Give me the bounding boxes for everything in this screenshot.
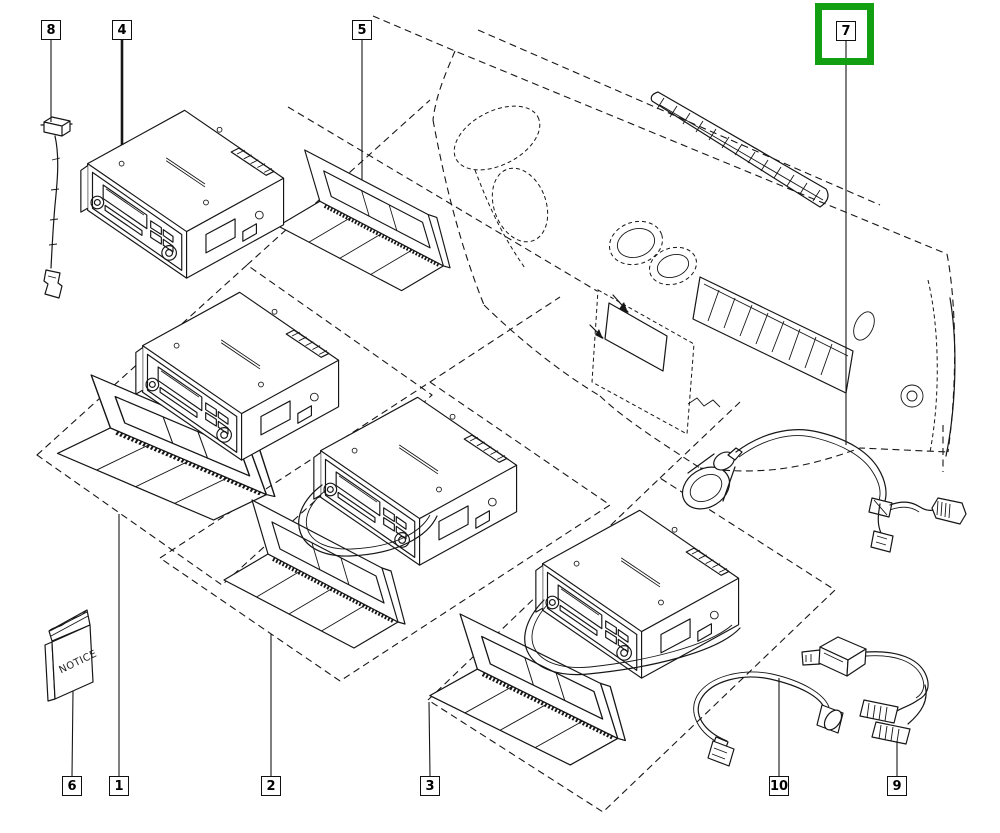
callout-9[interactable]: 9 bbox=[887, 776, 907, 796]
antenna-mast bbox=[40, 116, 73, 299]
radio-cable-loop-kit3 bbox=[524, 599, 741, 676]
trim-bezel-5 bbox=[276, 148, 452, 293]
selected-callout-highlight bbox=[815, 3, 874, 65]
radio-unit-kit3 bbox=[535, 509, 740, 679]
callout-2[interactable]: 2 bbox=[261, 776, 281, 796]
radio-aperture bbox=[589, 289, 695, 435]
antenna-adapter-cable bbox=[693, 671, 844, 767]
radio-unit-kit2 bbox=[313, 396, 518, 566]
notice-booklet: NOTICE bbox=[44, 609, 99, 702]
kit-box-2 bbox=[159, 296, 611, 682]
callout-10[interactable]: 10 bbox=[769, 776, 789, 796]
dashboard-illustration bbox=[287, 15, 956, 472]
kit-box-3 bbox=[427, 401, 836, 813]
defroster-grille bbox=[650, 91, 829, 208]
callout-6[interactable]: 6 bbox=[62, 776, 82, 796]
callout-7[interactable]: 7 bbox=[836, 21, 856, 41]
callout-3[interactable]: 3 bbox=[420, 776, 440, 796]
leader-lines bbox=[50, 40, 898, 777]
callout-8[interactable]: 8 bbox=[41, 20, 61, 40]
glovebox-vents bbox=[692, 276, 854, 394]
callout-4[interactable]: 4 bbox=[112, 20, 132, 40]
wiring-adapter-harness bbox=[801, 636, 929, 745]
callout-5[interactable]: 5 bbox=[352, 20, 372, 40]
callout-1[interactable]: 1 bbox=[109, 776, 129, 796]
radio-unit-4 bbox=[80, 109, 285, 279]
radio-cable-loop-kit2 bbox=[298, 484, 438, 557]
antenna-cable-assembly bbox=[681, 429, 967, 553]
